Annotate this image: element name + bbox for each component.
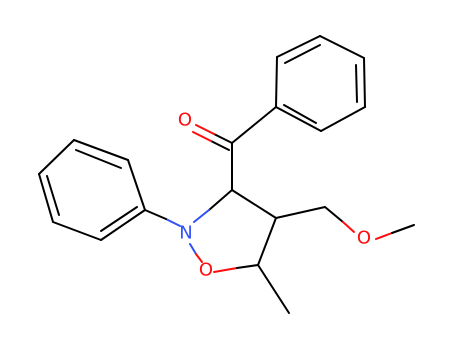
benzoyl-phenyl-ring [275,35,366,132]
ring-nitrogen-label: N [179,223,192,244]
methoxymethyl-group [275,206,415,240]
carbonyl-oxygen-label: O [178,110,192,131]
methyl-group [257,264,290,314]
isoxazolidine-ring [189,189,277,273]
n-phenyl-ring [38,139,181,241]
ether-oxygen-label: O [357,228,371,249]
carbonyl-group [192,106,277,191]
ring-oxygen-label: O [199,260,213,281]
